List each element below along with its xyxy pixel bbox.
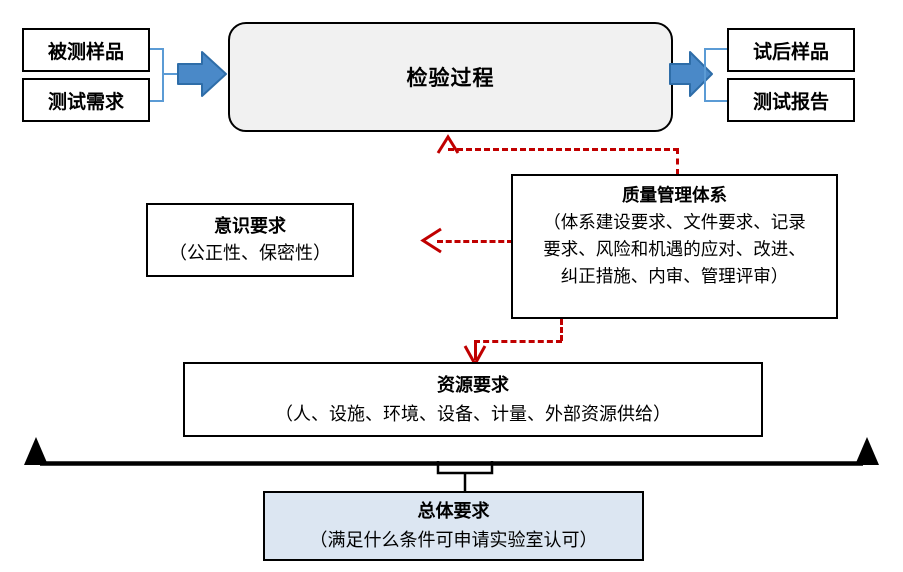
scope-bracket-icon	[430, 459, 500, 504]
qms-to-awareness-arrowhead-icon	[417, 227, 445, 260]
input-box-test-requirement[interactable]: 测试需求	[22, 78, 150, 122]
qms-to-awareness-horizontal	[437, 240, 513, 243]
awareness-requirement-detail: （公正性、保密性）	[169, 243, 331, 263]
qms-to-resource-drop	[474, 340, 477, 360]
output-box-after-test-sample-label: 试后样品	[752, 41, 829, 63]
qms-to-process-horizontal	[448, 148, 679, 151]
process-box-label: 检验过程	[406, 66, 495, 90]
resource-requirement-title: 资源要求	[437, 374, 509, 395]
input-box-tested-sample-label: 被测样品	[47, 41, 124, 63]
input-bracket-stem	[164, 73, 178, 75]
output-flow-arrow	[668, 48, 714, 105]
overall-requirement-detail: （满足什么条件可申请实验室认可）	[309, 530, 598, 550]
quality-management-system-detail-line-2: 要求、风险和机遇的应对、改进、	[543, 239, 806, 260]
resource-requirement-detail: （人、设施、环境、设备、计量、外部资源供给）	[275, 403, 671, 424]
output-box-test-report[interactable]: 测试报告	[727, 78, 855, 122]
awareness-requirement-box[interactable]: 意识要求 （公正性、保密性）	[146, 203, 354, 277]
awareness-requirement-title: 意识要求	[214, 216, 286, 236]
quality-management-system-title: 质量管理体系	[622, 185, 727, 205]
output-box-test-report-label: 测试报告	[752, 91, 829, 113]
output-box-after-test-sample[interactable]: 试后样品	[727, 28, 855, 72]
overall-requirement-box[interactable]: 总体要求 （满足什么条件可申请实验室认可）	[263, 491, 644, 561]
input-bracket	[150, 48, 164, 102]
qms-to-resource-horizontal	[474, 340, 562, 343]
qms-to-process-vertical	[676, 148, 679, 175]
input-box-test-requirement-label: 测试需求	[47, 91, 124, 113]
quality-management-system-box[interactable]: 质量管理体系 （体系建设要求、文件要求、记录 要求、风险和机遇的应对、改进、 纠…	[511, 174, 838, 319]
resource-requirement-box[interactable]: 资源要求 （人、设施、环境、设备、计量、外部资源供给）	[183, 362, 763, 437]
quality-management-system-detail-line-3: 纠正措施、内审、管理评审）	[560, 266, 789, 287]
process-box[interactable]: 检验过程	[228, 22, 673, 132]
overall-requirement-title: 总体要求	[417, 501, 490, 522]
quality-management-system-detail-line-1: （体系建设要求、文件要求、记录	[543, 212, 806, 233]
input-box-tested-sample[interactable]: 被测样品	[22, 28, 150, 72]
input-flow-arrow	[176, 48, 228, 105]
scope-span-double-arrow-icon	[0, 435, 903, 478]
output-bracket	[704, 48, 727, 102]
qms-to-resource-vertical	[560, 319, 563, 341]
qms-to-process-arrowhead-icon	[434, 131, 464, 160]
